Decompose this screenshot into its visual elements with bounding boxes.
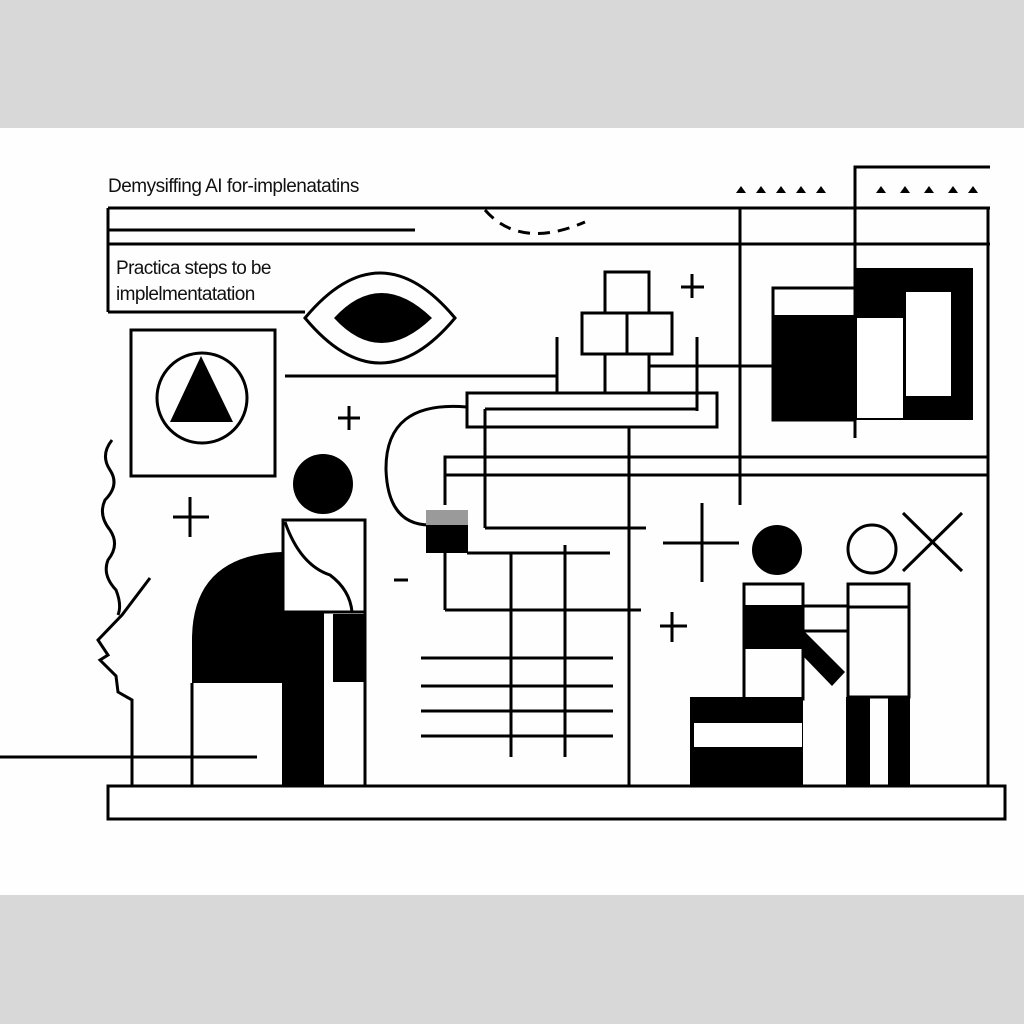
person-figure-outlined <box>846 511 964 785</box>
dashed-arc <box>483 209 586 235</box>
illustration-title: Demysiffing AI for-implenatatins <box>108 176 359 197</box>
triangle-marker-icon <box>736 186 978 193</box>
gray-square <box>426 510 468 525</box>
person-figure-right <box>690 525 848 785</box>
eye-icon <box>285 271 558 378</box>
header-frame <box>106 165 990 785</box>
face-profile <box>0 439 257 785</box>
triangle-in-circle-icon <box>129 328 277 478</box>
abstract-panel <box>771 268 973 422</box>
plus-icon <box>173 274 739 642</box>
circuit-lines <box>384 391 988 785</box>
stacked-blocks <box>555 270 775 411</box>
person-figure-left <box>190 454 367 785</box>
circle-icon <box>846 523 898 575</box>
black-square <box>426 525 468 553</box>
x-mark-icon <box>901 511 964 573</box>
subtitle-line-1: Practica steps to be <box>116 258 271 279</box>
illustration-subtitle: Practica steps to be implelmentatation <box>116 256 316 308</box>
ground-platform <box>106 784 1007 821</box>
subtitle-line-2: implelmentatation <box>116 284 255 305</box>
